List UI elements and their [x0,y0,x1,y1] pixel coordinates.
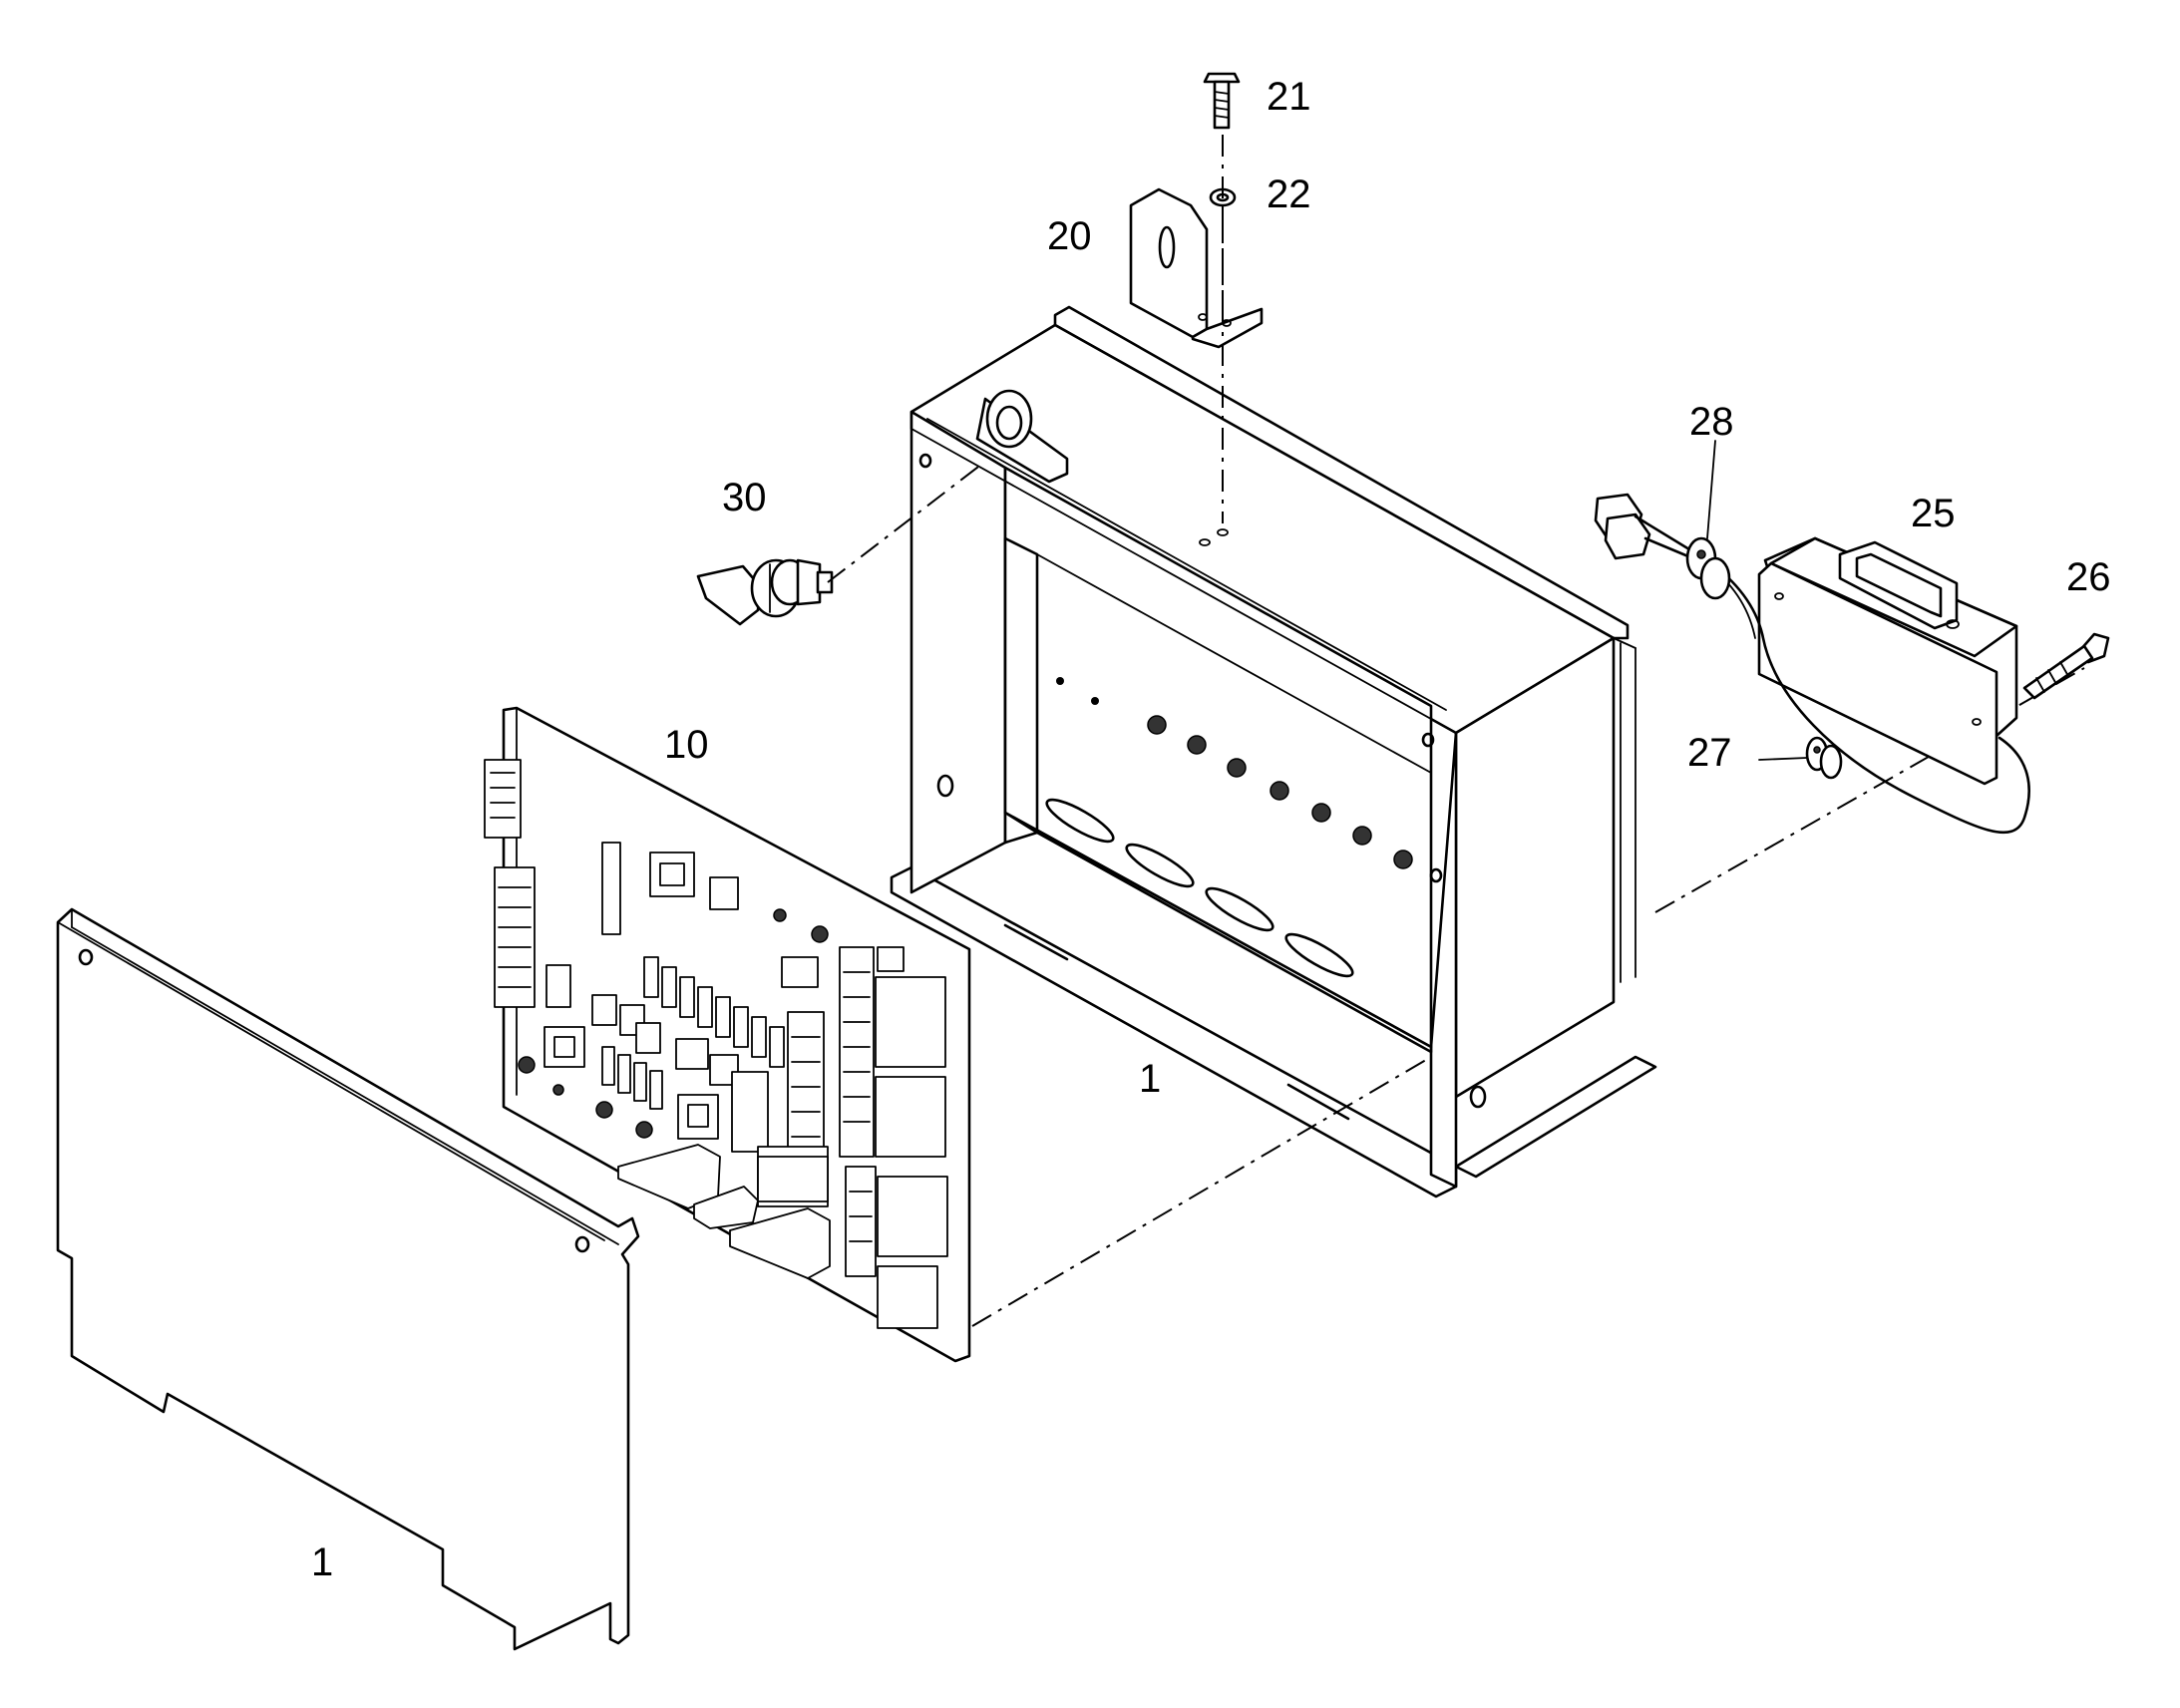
callout-28: 28 [1689,400,1734,444]
front-cover [56,907,640,1651]
power-supply-module [1757,536,2018,786]
circuit-board [484,706,971,1363]
selector-knob [696,558,834,626]
leader-27 [1758,757,1808,761]
board-axis [971,1056,1432,1327]
callout-10: 10 [664,723,709,767]
enclosure-box [890,305,1657,1198]
knob-axis [827,463,983,583]
callout-25: 25 [1911,492,1956,535]
mounting-bracket [1129,187,1264,349]
wire-harness [1594,493,2030,835]
callout-21: 21 [1267,75,1311,119]
bolt [1203,72,1241,130]
callout-27: 27 [1687,731,1732,775]
callout-30: 30 [722,476,767,519]
callout-20: 20 [1047,214,1092,258]
screw [2022,632,2110,700]
callout-26: 26 [2066,555,2111,599]
leader-28 [1706,440,1716,539]
callout-1-box: 1 [1139,1057,1161,1101]
callout-1-cover: 1 [311,1540,333,1584]
callout-22: 22 [1267,172,1311,216]
